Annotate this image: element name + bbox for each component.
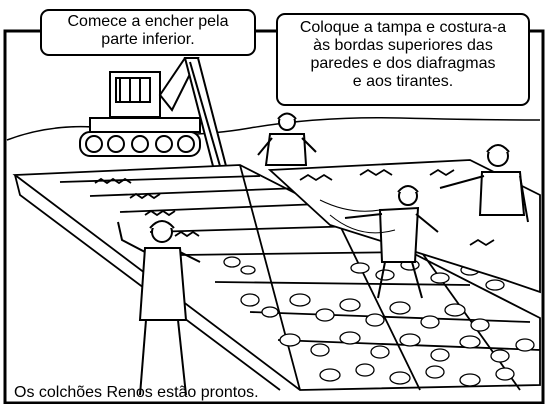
callout-lid-line-4: e aos tirantes. <box>352 73 454 90</box>
caption-text: Os colchões Renos estão prontos. <box>14 384 259 401</box>
callout-lid-seam: Coloque a tampa e costura-a às bordas su… <box>276 13 530 106</box>
stone-fill-icon <box>223 256 535 387</box>
callout-lid-line-2: às bordas superiores das <box>313 37 493 54</box>
worker-icon <box>257 112 317 166</box>
callout-lid-line-1: Coloque a tampa e costura-a <box>299 19 507 36</box>
callout-lid-line-3: paredes e dos diafragmas <box>310 55 496 72</box>
worker-icon <box>117 220 201 396</box>
callout-fill-line-2: parte inferior. <box>101 31 195 48</box>
tie-wire-icon <box>319 199 396 234</box>
frame-border <box>3 29 545 404</box>
callout-fill-bottom: Comece a encher pela parte inferior. <box>40 9 256 56</box>
worker-icon <box>344 185 439 299</box>
callout-fill-line-1: Comece a encher pela <box>67 13 229 30</box>
worker-icon <box>439 144 529 223</box>
